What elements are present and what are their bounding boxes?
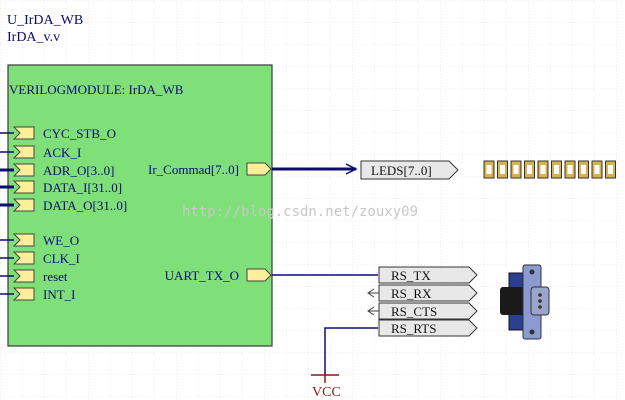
right-pins-group: Ir_Commad[7..0] UART_TX_O bbox=[148, 162, 272, 283]
left-pin-label: ACK_I bbox=[43, 145, 81, 160]
leds-port[interactable] bbox=[360, 160, 459, 180]
leds-port-label: LEDS[7..0] bbox=[371, 163, 432, 178]
led-icon[interactable] bbox=[551, 160, 562, 179]
led-icon[interactable] bbox=[497, 160, 508, 179]
left-pin-6[interactable]: CLK_I bbox=[0, 251, 80, 266]
left-pin-label: ADR_O[3..0] bbox=[43, 163, 115, 178]
bus-arrow-icon bbox=[345, 163, 358, 175]
vcc-wire[interactable] bbox=[324, 327, 378, 375]
right-pin-label: UART_TX_O bbox=[165, 268, 239, 283]
left-pin-label: CYC_STB_O bbox=[43, 126, 116, 141]
right-pin-1[interactable]: UART_TX_O bbox=[165, 268, 272, 283]
left-pin-5[interactable]: WE_O bbox=[0, 233, 79, 248]
right-pin-0[interactable]: Ir_Commad[7..0] bbox=[148, 162, 272, 177]
left-pin-4[interactable]: DATA_O[31..0] bbox=[0, 198, 127, 213]
led-icon[interactable] bbox=[537, 160, 549, 179]
rs-port-rs-rx[interactable]: RS_RX bbox=[367, 284, 478, 302]
left-pin-label: DATA_I[31..0] bbox=[43, 180, 122, 195]
rs-port-label: RS_CTS bbox=[391, 304, 437, 319]
left-pin-2[interactable]: ADR_O[3..0] bbox=[0, 163, 115, 178]
right-pin-label: Ir_Commad[7..0] bbox=[148, 162, 239, 177]
rs-port-rs-rts[interactable]: RS_RTS bbox=[378, 319, 478, 337]
left-pin-label: WE_O bbox=[43, 233, 79, 248]
component-source-file: IrDA_v.v bbox=[7, 30, 60, 45]
rs-port-rs-cts[interactable]: RS_CTS bbox=[367, 302, 478, 320]
left-pins-group: CYC_STB_O ACK_I ADR_O[3..0] DATA_I[31..0] DA… bbox=[0, 126, 127, 302]
watermark-text: http://blog.csdn.net/zouxy09 bbox=[182, 204, 418, 220]
component-designator: U_IrDA_WB bbox=[7, 13, 83, 28]
led-icon[interactable] bbox=[524, 160, 535, 179]
left-pin-8[interactable]: INT_I bbox=[0, 287, 76, 302]
left-pin-3[interactable]: DATA_I[31..0] bbox=[0, 180, 122, 195]
left-pin-label: DATA_O[31..0] bbox=[43, 198, 127, 213]
db9-connector-icon[interactable] bbox=[500, 264, 550, 340]
left-pin-0[interactable]: CYC_STB_O bbox=[0, 126, 116, 141]
led-icon[interactable] bbox=[578, 160, 589, 179]
rs-port-label: RS_TX bbox=[391, 268, 431, 283]
module-title: VERILOGMODULE: IrDA_WB bbox=[9, 82, 184, 97]
led-array bbox=[483, 160, 616, 179]
left-pin-label: INT_I bbox=[43, 287, 76, 302]
led-icon[interactable] bbox=[605, 160, 616, 179]
left-pin-label: CLK_I bbox=[43, 251, 80, 266]
rs-port-rs-tx[interactable]: RS_TX bbox=[378, 266, 478, 284]
vcc-label: VCC bbox=[312, 385, 341, 400]
led-icon[interactable] bbox=[591, 160, 603, 179]
led-icon[interactable] bbox=[564, 160, 576, 179]
rs-port-label: RS_RX bbox=[391, 286, 432, 301]
left-pin-7[interactable]: reset bbox=[0, 269, 68, 284]
led-icon[interactable] bbox=[510, 160, 522, 179]
led-icon[interactable] bbox=[483, 160, 495, 179]
verilog-module-body[interactable] bbox=[7, 64, 273, 347]
left-pin-1[interactable]: ACK_I bbox=[0, 145, 81, 160]
rs-ports-group: RS_TX RS_RX RS_CTS RS_RTS bbox=[367, 266, 478, 337]
rs-port-label: RS_RTS bbox=[391, 321, 436, 336]
left-pin-label: reset bbox=[43, 269, 68, 284]
